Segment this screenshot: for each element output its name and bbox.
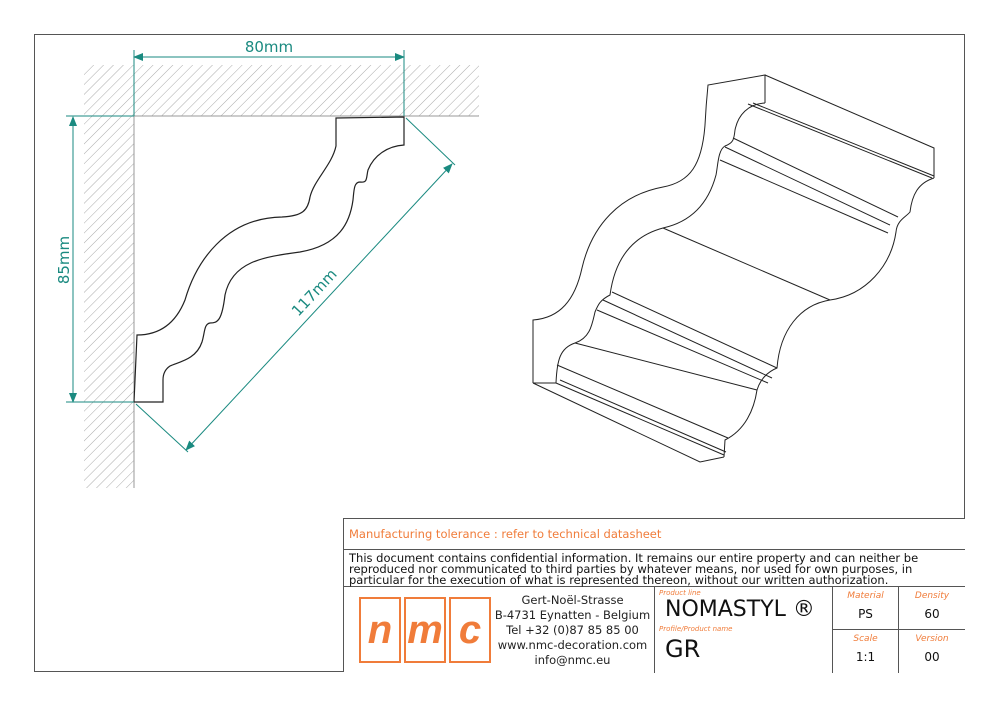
- property-material: Material PS: [833, 587, 899, 630]
- property-label: Scale: [853, 634, 878, 644]
- company-address: Gert-Noël-Strasse B-4731 Eynatten - Belg…: [491, 593, 654, 668]
- address-website: www.nmc-decoration.com: [497, 637, 648, 652]
- property-value: 1:1: [855, 650, 876, 664]
- confidentiality-notice: This document contains confidential info…: [344, 550, 965, 587]
- isometric-view: [532, 74, 935, 463]
- logo-letter: c: [449, 597, 491, 663]
- product-line-label: Product line: [659, 589, 701, 597]
- wall-hatch: [84, 116, 134, 488]
- property-value: 00: [924, 650, 940, 664]
- height-dimension: 85mm: [55, 236, 73, 284]
- logo-letter: m: [404, 597, 446, 663]
- property-label: Material: [847, 591, 884, 601]
- tolerance-note: Manufacturing tolerance : refer to techn…: [344, 519, 965, 550]
- address-phone: Tel +32 (0)87 85 85 00: [506, 622, 639, 637]
- product-name-label: Profile/Product name: [659, 625, 733, 633]
- property-label: Density: [914, 591, 950, 601]
- property-value: 60: [924, 607, 940, 621]
- property-density: Density 60: [899, 587, 965, 630]
- property-label: Version: [915, 634, 949, 644]
- property-version: Version 00: [899, 630, 965, 673]
- property-value: PS: [858, 607, 873, 621]
- title-block: Manufacturing tolerance : refer to techn…: [343, 518, 965, 673]
- dimension-lines: [66, 50, 456, 453]
- address-city: B-4731 Eynatten - Belgium: [494, 607, 651, 622]
- address-email: info@nmc.eu: [534, 652, 611, 667]
- property-scale: Scale 1:1: [833, 630, 899, 673]
- logo-letter: n: [359, 597, 401, 663]
- nmc-logo: n m c: [359, 597, 491, 663]
- ceiling-hatch: [84, 65, 479, 116]
- width-dimension: 80mm: [245, 38, 293, 56]
- product-line: NOMASTYL ®: [665, 597, 815, 622]
- product-name: GR: [665, 635, 701, 663]
- address-street: Gert-Noël-Strasse: [521, 592, 624, 607]
